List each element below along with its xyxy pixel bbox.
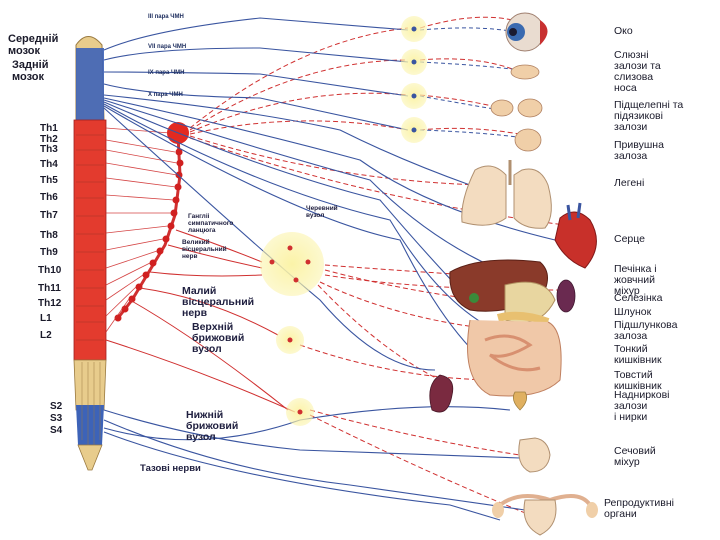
- label-midbrain: Середній мозок: [8, 33, 59, 57]
- reproductive-organs: [492, 494, 598, 536]
- eye-organ: [505, 12, 548, 52]
- organ-label-spleen: Селезінка: [614, 292, 663, 304]
- lacrimal-gland: [510, 64, 540, 80]
- organ-label-small-intestine: Тонкий кишківник: [614, 343, 662, 367]
- segment-th12: Th12: [38, 298, 62, 309]
- spinal-sympathetic-rami: [105, 127, 178, 333]
- submandibular-gland: [490, 99, 514, 117]
- organ-label-lacrimal: Слюзні залози та слизова носа: [614, 49, 661, 95]
- segment-th5: Th5: [40, 175, 58, 186]
- organ-label-adrenals-kidneys: Надниркові залози і нирки: [614, 389, 670, 424]
- organ-label-bladder: Сечовий міхур: [614, 445, 656, 469]
- label-hindbrain: Задній мозок: [12, 59, 49, 83]
- segment-s4: S4: [50, 425, 63, 436]
- segment-l2: L2: [40, 330, 52, 341]
- organ-label-large-intestine: Товстий кишківник: [614, 369, 662, 393]
- spinal-cord: [73, 36, 107, 471]
- peripheral-ganglia: [260, 16, 427, 426]
- organ-label-reproductive: Репродуктивні органи: [604, 497, 674, 521]
- cranial-nerve-x: X пара ЧМН: [148, 92, 183, 98]
- segment-th8: Th8: [40, 230, 58, 241]
- segment-th3: Th3: [40, 144, 58, 155]
- heart-organ: [554, 202, 597, 269]
- segment-s3: S3: [50, 413, 63, 424]
- organ-label-liver: Печінка і жовчний міхур: [614, 263, 657, 298]
- organ-label-lungs: Легені: [614, 177, 645, 189]
- segment-th6: Th6: [40, 192, 58, 203]
- segment-l1: L1: [40, 313, 52, 324]
- organ-label-stomach: Шлунок: [614, 306, 652, 318]
- organ-label-eye: Око: [614, 25, 633, 37]
- organ-illustrations: [429, 12, 598, 536]
- cranial-nerve-ix: IX пара ЧМН: [148, 70, 185, 76]
- label-lesser-splanchnic: Малий вісцеральний нерв: [182, 285, 255, 320]
- cranial-nerve-vii: VII пара ЧМН: [148, 44, 187, 50]
- kidney-organ: [429, 374, 454, 413]
- segment-th1: Th1: [40, 123, 58, 134]
- adrenal-gland: [512, 391, 528, 411]
- parotid-gland: [514, 128, 542, 152]
- organ-label-parotid: Привушна залоза: [614, 139, 664, 163]
- label-superior-mesenteric: Верхній брижовий вузол: [192, 321, 245, 356]
- segment-th2: Th2: [40, 134, 58, 145]
- segment-th9: Th9: [40, 247, 58, 258]
- abdominal-organs: [449, 259, 576, 397]
- lungs-organ: [461, 160, 552, 229]
- parasympathetic-postganglionic: [419, 27, 526, 139]
- urinary-bladder: [518, 437, 551, 473]
- organ-label-pancreas: Підшлункова залоза: [614, 319, 678, 343]
- organ-label-heart: Серце: [614, 233, 645, 245]
- label-sympathetic-chain: Гангліі симпатичного ланцюга: [188, 213, 234, 234]
- segment-th4: Th4: [40, 159, 58, 170]
- cranial-nerve-iii: III пара ЧМН: [148, 14, 184, 20]
- segment-s2: S2: [50, 401, 63, 412]
- sympathetic-preganglionic: [105, 229, 296, 413]
- organ-label-submandibular: Підщелепні та підязикові залози: [614, 99, 684, 134]
- label-celiac-node: Черевний вузол: [306, 205, 338, 219]
- label-pelvic-nerves: Тазові нерви: [140, 463, 201, 474]
- segment-th10: Th10: [38, 265, 62, 276]
- segment-th11: Th11: [38, 283, 61, 294]
- label-inferior-mesenteric: Нижній брижовий вузол: [186, 409, 239, 444]
- segment-th7: Th7: [40, 210, 58, 221]
- label-greater-splanchnic: Великий вісцеральний нерв: [182, 239, 227, 260]
